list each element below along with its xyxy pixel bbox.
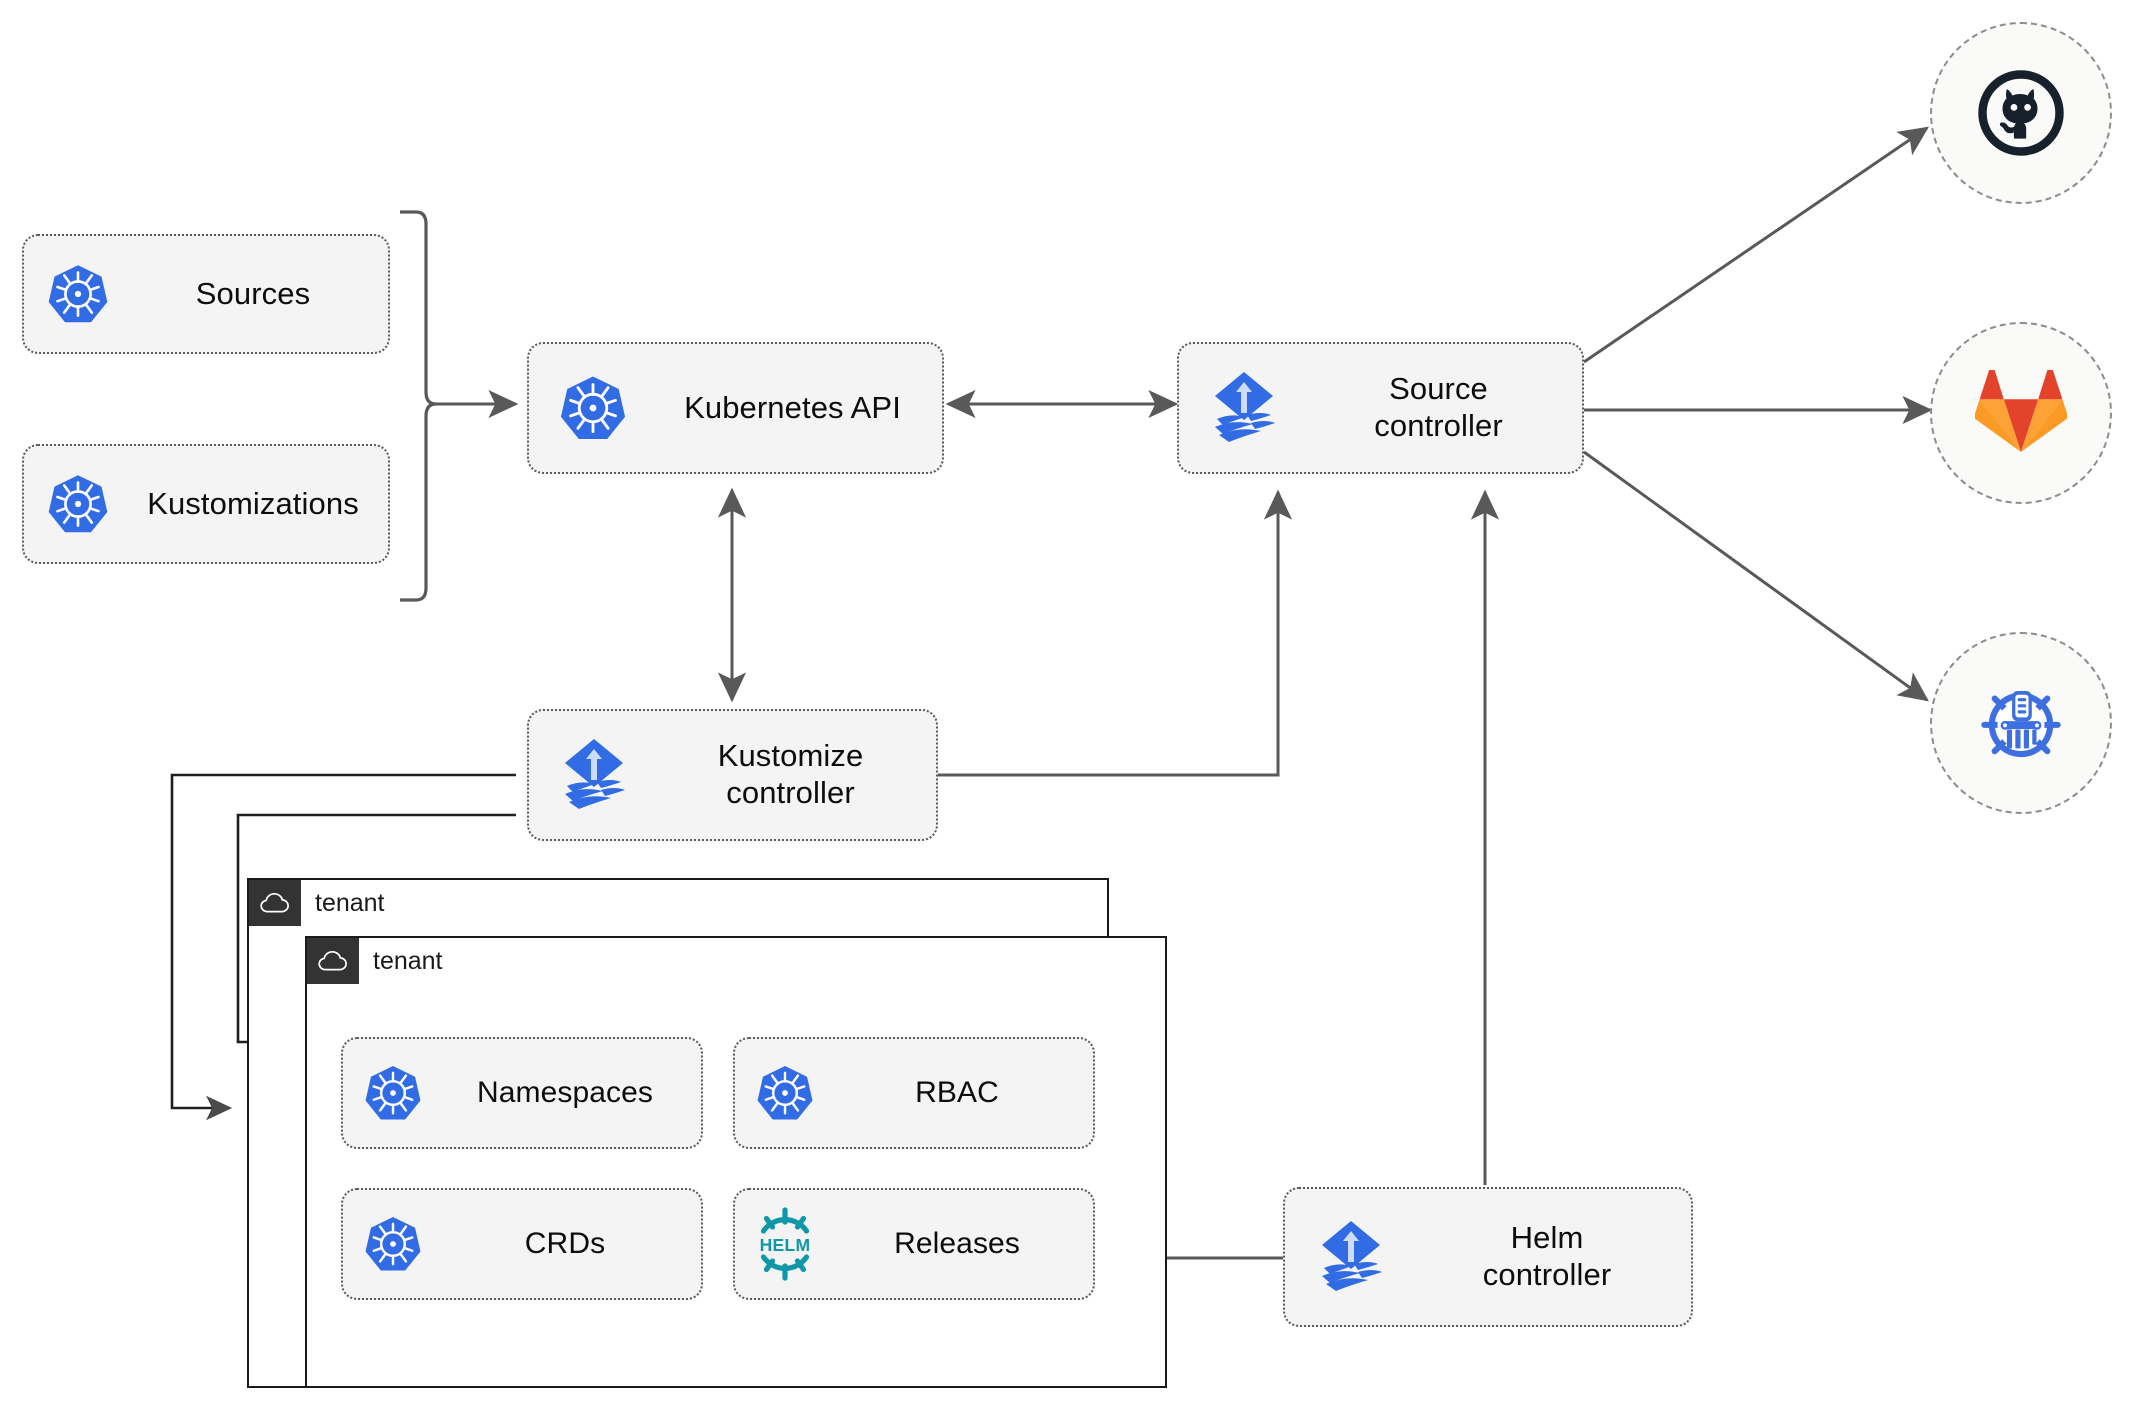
- tenant-header: tenant: [307, 938, 443, 984]
- cloud-icon: [249, 880, 301, 926]
- kubernetes-icon: [529, 373, 657, 443]
- resource-label: Kustomizations: [147, 485, 359, 521]
- resource-label: Sources: [195, 275, 311, 311]
- tenant-resource-releases[interactable]: HELM Releases: [733, 1188, 1095, 1300]
- tenant-resource-namespaces[interactable]: Namespaces: [341, 1037, 703, 1149]
- kustomize-controller-label: Kustomize controller: [659, 738, 936, 811]
- flux-icon: [1285, 1218, 1417, 1296]
- kustomize-controller-node[interactable]: Kustomize controller: [527, 709, 938, 841]
- github-icon: [1978, 70, 2064, 156]
- helm-icon: HELM: [735, 1206, 835, 1282]
- kubernetes-icon: [24, 262, 132, 326]
- helm-controller-line1: Helm: [1510, 1220, 1584, 1256]
- kubernetes-icon: [343, 1063, 443, 1123]
- source-controller-node[interactable]: Source controller: [1177, 342, 1584, 474]
- external-source-github[interactable]: [1930, 22, 2112, 204]
- resource-node-kustomizations[interactable]: Kustomizations: [22, 444, 390, 564]
- flux-icon: [529, 736, 659, 814]
- svg-text:HELM: HELM: [760, 1235, 811, 1255]
- tenant-resource-label: RBAC: [915, 1076, 999, 1110]
- kustomize-controller-line1: Kustomize: [717, 738, 864, 774]
- helm-controller-node[interactable]: Helm controller: [1283, 1187, 1693, 1327]
- tenant-label: tenant: [373, 946, 443, 975]
- kustomize-controller-line2: controller: [726, 775, 855, 810]
- tenant-resource-crds[interactable]: CRDs: [341, 1188, 703, 1300]
- kubernetes-icon: [343, 1214, 443, 1274]
- external-source-gitlab[interactable]: [1930, 322, 2112, 504]
- external-source-bucket[interactable]: [1930, 632, 2112, 814]
- source-controller-label: Source controller: [1309, 371, 1582, 444]
- source-controller-line2: controller: [1374, 408, 1503, 443]
- helm-controller-line2: controller: [1482, 1257, 1612, 1292]
- resource-node-sources[interactable]: Sources: [22, 234, 390, 354]
- bucket-icon: [1981, 691, 2061, 758]
- kubernetes-api-node[interactable]: Kubernetes API: [527, 342, 944, 474]
- tenant-label: tenant: [315, 888, 385, 917]
- tenant-resource-label: CRDs: [524, 1227, 606, 1261]
- tenant-group-inner: tenant: [305, 936, 1167, 1388]
- kubernetes-icon: [735, 1063, 835, 1123]
- tenant-resource-label: Releases: [894, 1227, 1020, 1261]
- tenant-resource-label: Namespaces: [476, 1076, 654, 1110]
- kubernetes-api-label: Kubernetes API: [684, 389, 901, 425]
- tenant-header: tenant: [249, 880, 385, 926]
- gitlab-icon: [1975, 370, 2067, 452]
- source-controller-line1: Source: [1389, 371, 1488, 407]
- flux-icon: [1179, 369, 1309, 447]
- kubernetes-icon: [24, 472, 132, 536]
- tenant-resource-rbac[interactable]: RBAC: [733, 1037, 1095, 1149]
- helm-controller-label: Helm controller: [1417, 1220, 1691, 1293]
- cloud-icon: [307, 938, 359, 984]
